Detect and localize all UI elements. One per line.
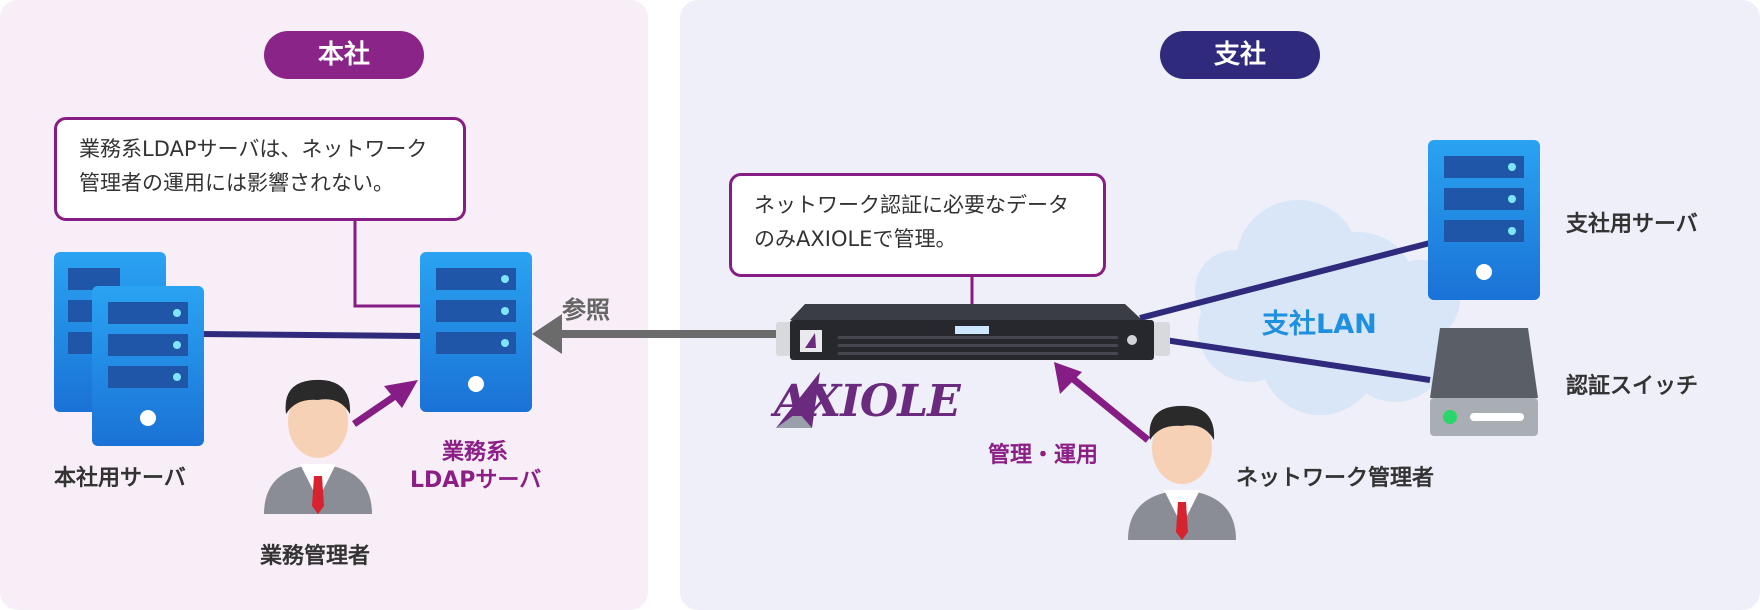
hq-callout: 業務系LDAPサーバは、ネットワーク 管理者の運用には影響されない。 [54, 117, 466, 221]
auth-switch-label: 認証スイッチ [1566, 368, 1698, 400]
hq-server-front-icon [92, 286, 204, 446]
branch-server-label: 支社用サーバ [1566, 206, 1698, 238]
reference-label: 参照 [562, 290, 610, 325]
hq-callout-connector [355, 220, 420, 306]
netadmin-arrow-icon [1054, 362, 1148, 440]
branch-title: 支社 [1160, 31, 1320, 79]
auth-switch-icon [1430, 328, 1538, 436]
hq-callout-line-2: 管理者の運用には影響されない。 [79, 166, 441, 200]
ldap-server-icon [420, 252, 532, 412]
ldap-server-label-line-2: LDAPサーバ [410, 462, 541, 494]
business-admin-person-icon [264, 380, 372, 514]
branch-lan-label: 支社LAN [1262, 302, 1377, 341]
branch-callout-line-2: のみAXIOLEで管理。 [754, 222, 1081, 256]
branch-server-icon [1428, 140, 1540, 300]
manage-operate-label: 管理・運用 [988, 437, 1098, 469]
admin-arrow-icon [354, 380, 418, 424]
network-admin-person-icon [1128, 406, 1236, 540]
hq-title: 本社 [264, 31, 424, 79]
branch-callout-line-1: ネットワーク認証に必要なデータ [754, 188, 1081, 222]
axiole-appliance-icon [776, 304, 1170, 360]
hq-link-line [200, 334, 420, 336]
hq-server-label: 本社用サーバ [54, 460, 186, 492]
branch-callout: ネットワーク認証に必要なデータ のみAXIOLEで管理。 [729, 173, 1106, 277]
axiole-logo: AXIOLE [774, 376, 960, 427]
business-admin-label: 業務管理者 [260, 538, 370, 570]
network-admin-label: ネットワーク管理者 [1236, 460, 1434, 492]
hq-callout-line-1: 業務系LDAPサーバは、ネットワーク [79, 132, 441, 166]
